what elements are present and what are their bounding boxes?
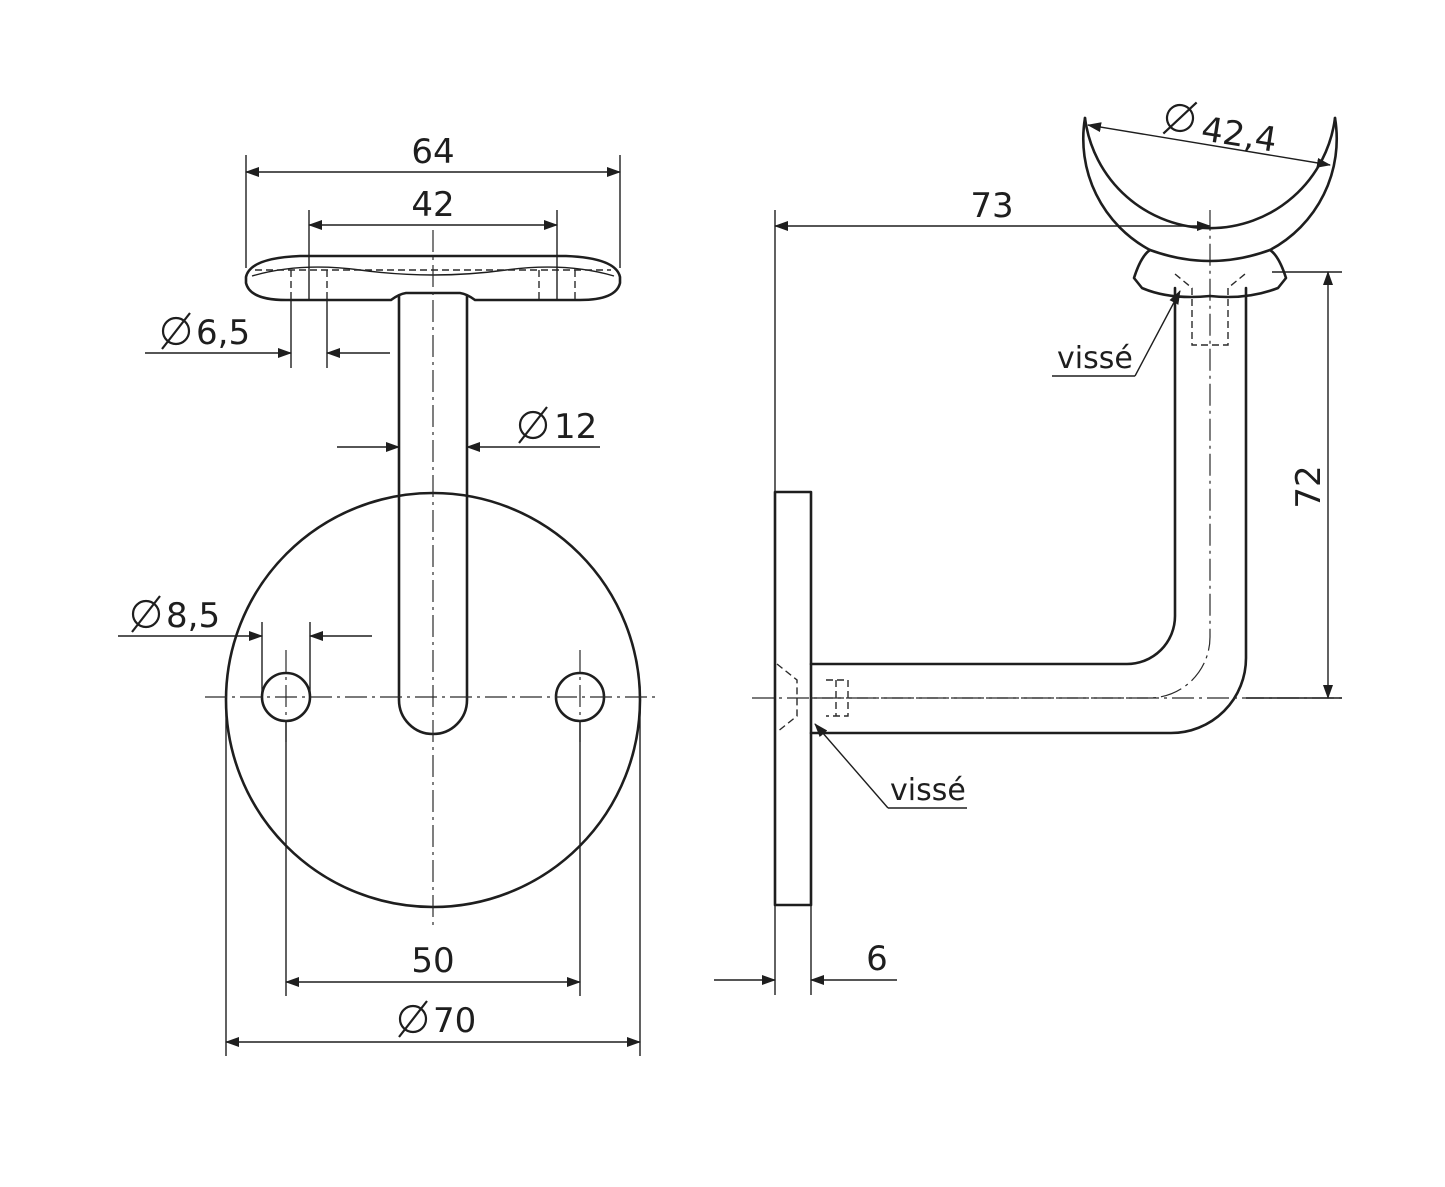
dimension-8-5-text: 8,5 xyxy=(166,596,220,636)
dimension-70-text: 70 xyxy=(433,1001,476,1041)
dimension-42-4-text: 42,4 xyxy=(1199,109,1280,160)
diameter-symbol-icon xyxy=(518,406,548,444)
dimension-42: 42 xyxy=(308,185,558,300)
diameter-symbol-icon xyxy=(131,595,161,633)
side-view: 42,4 73 72 6 vissé xyxy=(714,101,1345,995)
dimension-6-text: 6 xyxy=(866,939,888,979)
handrail-profile-edge xyxy=(1081,116,1339,252)
diameter-symbol-icon xyxy=(161,312,191,350)
bent-rod-inner xyxy=(809,286,1177,666)
dimension-50: 50 xyxy=(285,721,581,996)
dimension-diameter-42-4: 42,4 xyxy=(1087,101,1331,168)
dimension-diameter-12: 12 xyxy=(337,406,600,452)
dimension-72: 72 xyxy=(1246,271,1342,699)
bent-rod-centerline-arc xyxy=(811,210,1211,699)
dimension-42-text: 42 xyxy=(411,185,454,225)
label-screwed-top-text: vissé xyxy=(1057,341,1133,376)
dimension-64-text: 64 xyxy=(411,132,454,172)
diameter-symbol-icon xyxy=(398,1000,428,1038)
front-view: 64 42 6,5 xyxy=(118,132,660,1056)
dimension-72-text: 72 xyxy=(1289,465,1329,508)
dimension-64: 64 xyxy=(245,132,621,268)
dimension-diameter-6-5: 6,5 xyxy=(145,300,390,368)
saddle-hole-hidden-left xyxy=(290,270,328,300)
saddle-hole-hidden-right xyxy=(538,270,576,300)
dimension-diameter-70: 70 xyxy=(225,700,641,1056)
dimension-12-text: 12 xyxy=(554,407,597,447)
bent-rod-outer xyxy=(809,286,1248,735)
label-screwed-bottom: vissé xyxy=(814,723,967,809)
diameter-symbol-icon xyxy=(1162,101,1198,135)
dimension-6: 6 xyxy=(714,905,897,995)
dimension-50-text: 50 xyxy=(411,941,454,981)
dimension-6-5-text: 6,5 xyxy=(196,313,250,353)
dimension-73: 73 xyxy=(774,186,1211,492)
saddle-plate xyxy=(244,254,622,302)
dimension-diameter-8-5: 8,5 xyxy=(118,595,372,697)
plate-screw-hidden xyxy=(776,663,798,733)
label-screwed-top: vissé xyxy=(1052,290,1181,377)
label-screwed-bottom-text: vissé xyxy=(890,773,966,808)
dimension-73-text: 73 xyxy=(970,186,1013,226)
